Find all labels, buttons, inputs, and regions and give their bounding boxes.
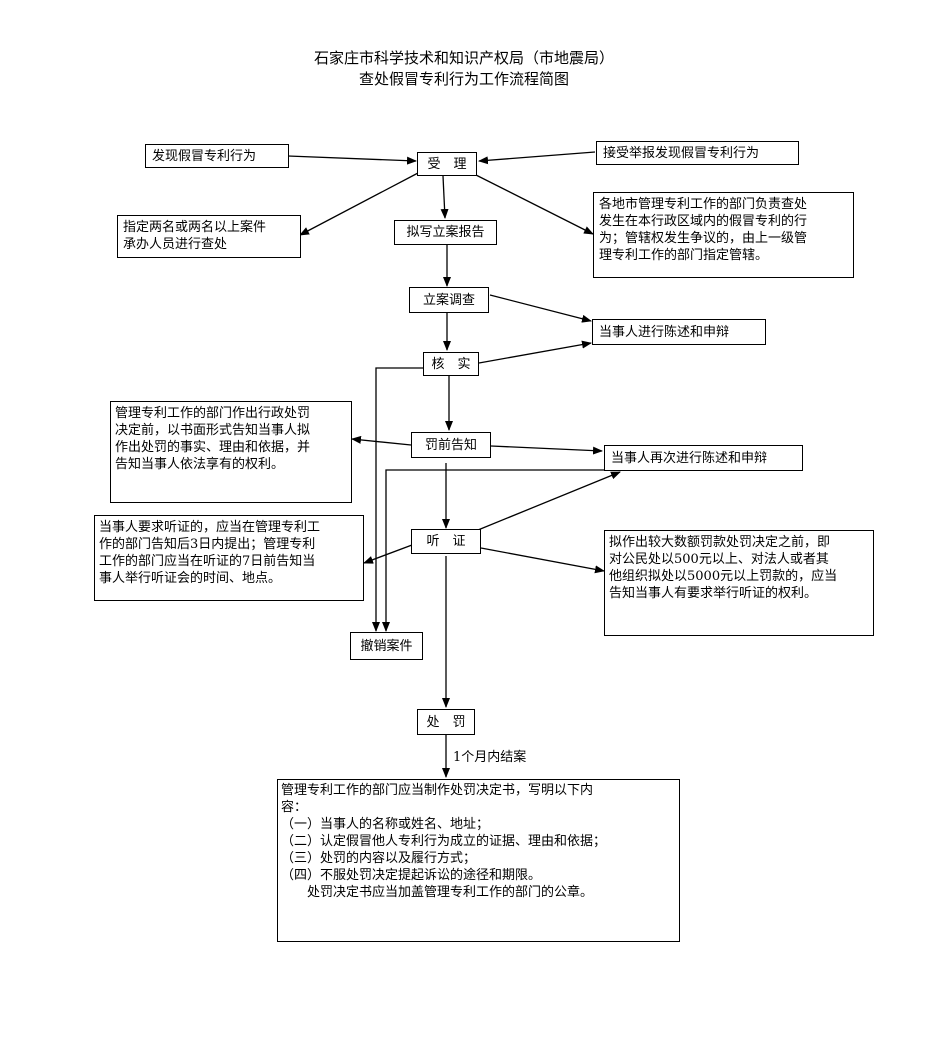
assign-line-2: 承办人员进行查处 [123,237,228,252]
hearing-desc-line-2: 作的部门告知后3日内提出；管理专利 [99,537,316,552]
decision-line-7: 处罚决定书应当加盖管理专利工作的部门的公章。 [281,885,594,900]
hearing-box: 听 证 [411,529,481,554]
assign-line-1: 指定两名或两名以上案件 [123,220,267,235]
diagram-title-line2: 查处假冒专利行为工作流程简图 [358,70,569,88]
large-fine-line-1: 拟作出较大数额罚款处罚决定之前，即 [609,535,831,550]
hearing-desc-line-4: 事人举行听证会的时间、地点。 [99,571,282,586]
verify-box: 核 实 [423,352,479,376]
large-fine-line-4: 告知当事人有要求举行听证的权利。 [609,586,818,601]
accept-report-box: 接受举报发现假冒专利行为 [596,141,799,165]
revoke-box: 撤销案件 [350,632,423,660]
pre-notice-box: 罚前告知 [411,432,491,458]
decision-line-1: 管理专利工作的部门应当制作处罚决定书，写明以下内 [281,783,594,798]
hearing-desc-line-3: 工作的部门应当在听证的7日前告知当 [99,554,316,569]
draft-report-box: 拟写立案报告 [394,220,497,245]
jurisdiction-line-4: 理专利工作的部门指定管辖。 [599,248,769,263]
investigate-box: 立案调查 [409,287,489,313]
pre-notice-desc-line-1: 管理专利工作的部门作出行政处罚 [115,406,311,421]
pre-notice-desc-line-2: 决定前，以书面形式告知当事人拟 [115,423,311,438]
discover-box: 发现假冒专利行为 [145,144,289,168]
statement-again-box: 当事人再次进行陈述和申辩 [604,445,803,471]
jurisdiction-line-3: 为；管辖权发生争议的，由上一级管 [599,231,808,246]
large-fine-box: 拟作出较大数额罚款处罚决定之前，即 对公民处以500元以上、对法人或者其 他组织… [604,530,874,636]
accept-box: 受 理 [417,152,477,176]
large-fine-line-3: 他组织拟处以5000元以上罚款的，应当 [609,569,838,584]
large-fine-line-2: 对公民处以500元以上、对法人或者其 [609,552,829,567]
decision-line-6: （四）不服处罚决定提起诉讼的途径和期限。 [281,868,542,883]
decision-line-2: 容： [281,800,308,815]
pre-notice-desc-line-3: 作出处罚的事实、理由和依据，并 [115,440,311,455]
pre-notice-desc-box: 管理专利工作的部门作出行政处罚 决定前，以书面形式告知当事人拟 作出处罚的事实、… [110,401,352,503]
deadline-label: 1个月内结案 [453,750,527,765]
assign-box: 指定两名或两名以上案件 承办人员进行查处 [117,215,301,258]
decision-line-3: （一）当事人的名称或姓名、地址； [281,817,490,832]
pre-notice-desc-line-4: 告知当事人依法享有的权利。 [115,457,285,472]
jurisdiction-box: 各地市管理专利工作的部门负责查处 发生在本行政区域内的假冒专利的行 为；管辖权发… [593,192,854,278]
decision-box: 管理专利工作的部门应当制作处罚决定书，写明以下内 容： （一）当事人的名称或姓名… [277,779,680,942]
diagram-title-line1: 石家庄市科学技术和知识产权局（市地震局） [313,49,614,67]
decision-line-4: （二）认定假冒他人专利行为成立的证据、理由和依据； [281,834,607,849]
hearing-desc-box: 当事人要求听证的，应当在管理专利工 作的部门告知后3日内提出；管理专利 工作的部… [94,515,364,601]
statement-box: 当事人进行陈述和申辩 [592,319,766,345]
jurisdiction-line-2: 发生在本行政区域内的假冒专利的行 [599,214,808,229]
hearing-desc-line-1: 当事人要求听证的，应当在管理专利工 [99,520,321,535]
penalty-box: 处 罚 [417,709,475,735]
jurisdiction-line-1: 各地市管理专利工作的部门负责查处 [599,197,808,212]
decision-line-5: （三）处罚的内容以及履行方式； [281,851,477,866]
